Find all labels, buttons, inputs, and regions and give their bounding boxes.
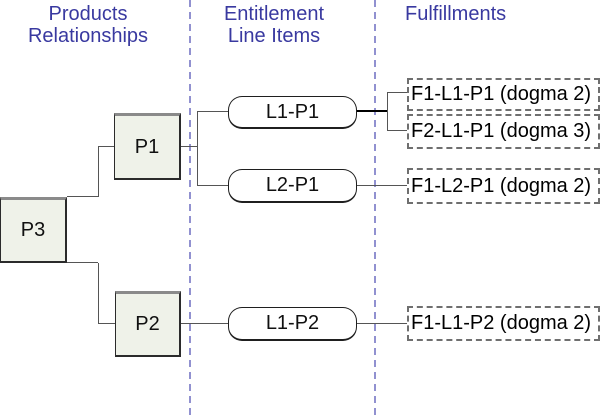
- connector-p3-p1: [67, 196, 98, 197]
- node-label: F1-L2-P1 (dogma 2): [411, 174, 592, 197]
- node-label: F2-L1-P1 (dogma 3): [411, 120, 592, 142]
- header-line: Line Items: [227, 25, 321, 47]
- column-divider-1: [189, 0, 191, 415]
- fulfillment-node-f1-l2-p1: F1-L2-P1 (dogma 2): [407, 168, 600, 204]
- product-node-p1: P1: [114, 113, 181, 180]
- line-item-node-l1-p2: L1-P2: [228, 307, 357, 341]
- connector-l1p1-f2: [387, 130, 407, 131]
- header-fulfillments: Fulfillments: [405, 3, 603, 25]
- connector-p1-l2p1: [197, 185, 228, 186]
- connector-p3-p1: [98, 147, 99, 197]
- node-label: F1-L1-P1 (dogma 2): [411, 83, 592, 105]
- node-label: P2: [135, 313, 160, 335]
- node-label: P3: [20, 219, 46, 241]
- connector-l2p1-f1l2p1: [357, 185, 407, 186]
- header-entitlement-line-items: Entitlement Line Items: [194, 3, 354, 47]
- connector-p1-branch: [181, 146, 197, 147]
- connector-p3-p2: [98, 263, 99, 324]
- node-label: L1-P2: [265, 312, 320, 334]
- node-label: P1: [134, 135, 160, 158]
- connector-l1p1-trunk: [357, 110, 387, 112]
- header-line: Entitlement: [223, 3, 325, 25]
- connector-p1-l1p1: [197, 111, 228, 112]
- node-label: L1-P1: [265, 100, 320, 123]
- node-label: F1-L1-P2 (dogma 2): [411, 312, 592, 334]
- fulfillment-node-f1-l1-p2: F1-L1-P2 (dogma 2): [407, 306, 600, 341]
- connector-l1p1-f1: [387, 92, 407, 93]
- connector-p3-p2: [98, 323, 115, 324]
- connector-l1p2-f1l1p2: [357, 323, 408, 324]
- header-line: Relationships: [27, 25, 149, 47]
- line-item-node-l2-p1: L2-P1: [228, 169, 357, 203]
- line-item-node-l1-p1: L1-P1: [228, 96, 357, 129]
- header-products-relationships: Products Relationships: [8, 3, 168, 47]
- product-node-p2: P2: [115, 291, 181, 357]
- product-node-p3: P3: [0, 197, 67, 263]
- connector-p3-p2: [67, 262, 98, 263]
- column-divider-2: [374, 0, 376, 415]
- header-line: Products: [48, 3, 128, 25]
- connector-p2-l1p2: [181, 323, 228, 324]
- node-label: L2-P1: [265, 174, 320, 196]
- header-line: Fulfillments: [405, 3, 507, 25]
- fulfillment-node-f1-l1-p1: F1-L1-P1 (dogma 2): [407, 78, 600, 111]
- connector-p1-branch: [197, 111, 198, 186]
- fulfillment-node-f2-l1-p1: F2-L1-P1 (dogma 3): [407, 114, 600, 149]
- connector-p3-p1: [98, 146, 114, 147]
- connector-l1p1-branch: [387, 92, 388, 131]
